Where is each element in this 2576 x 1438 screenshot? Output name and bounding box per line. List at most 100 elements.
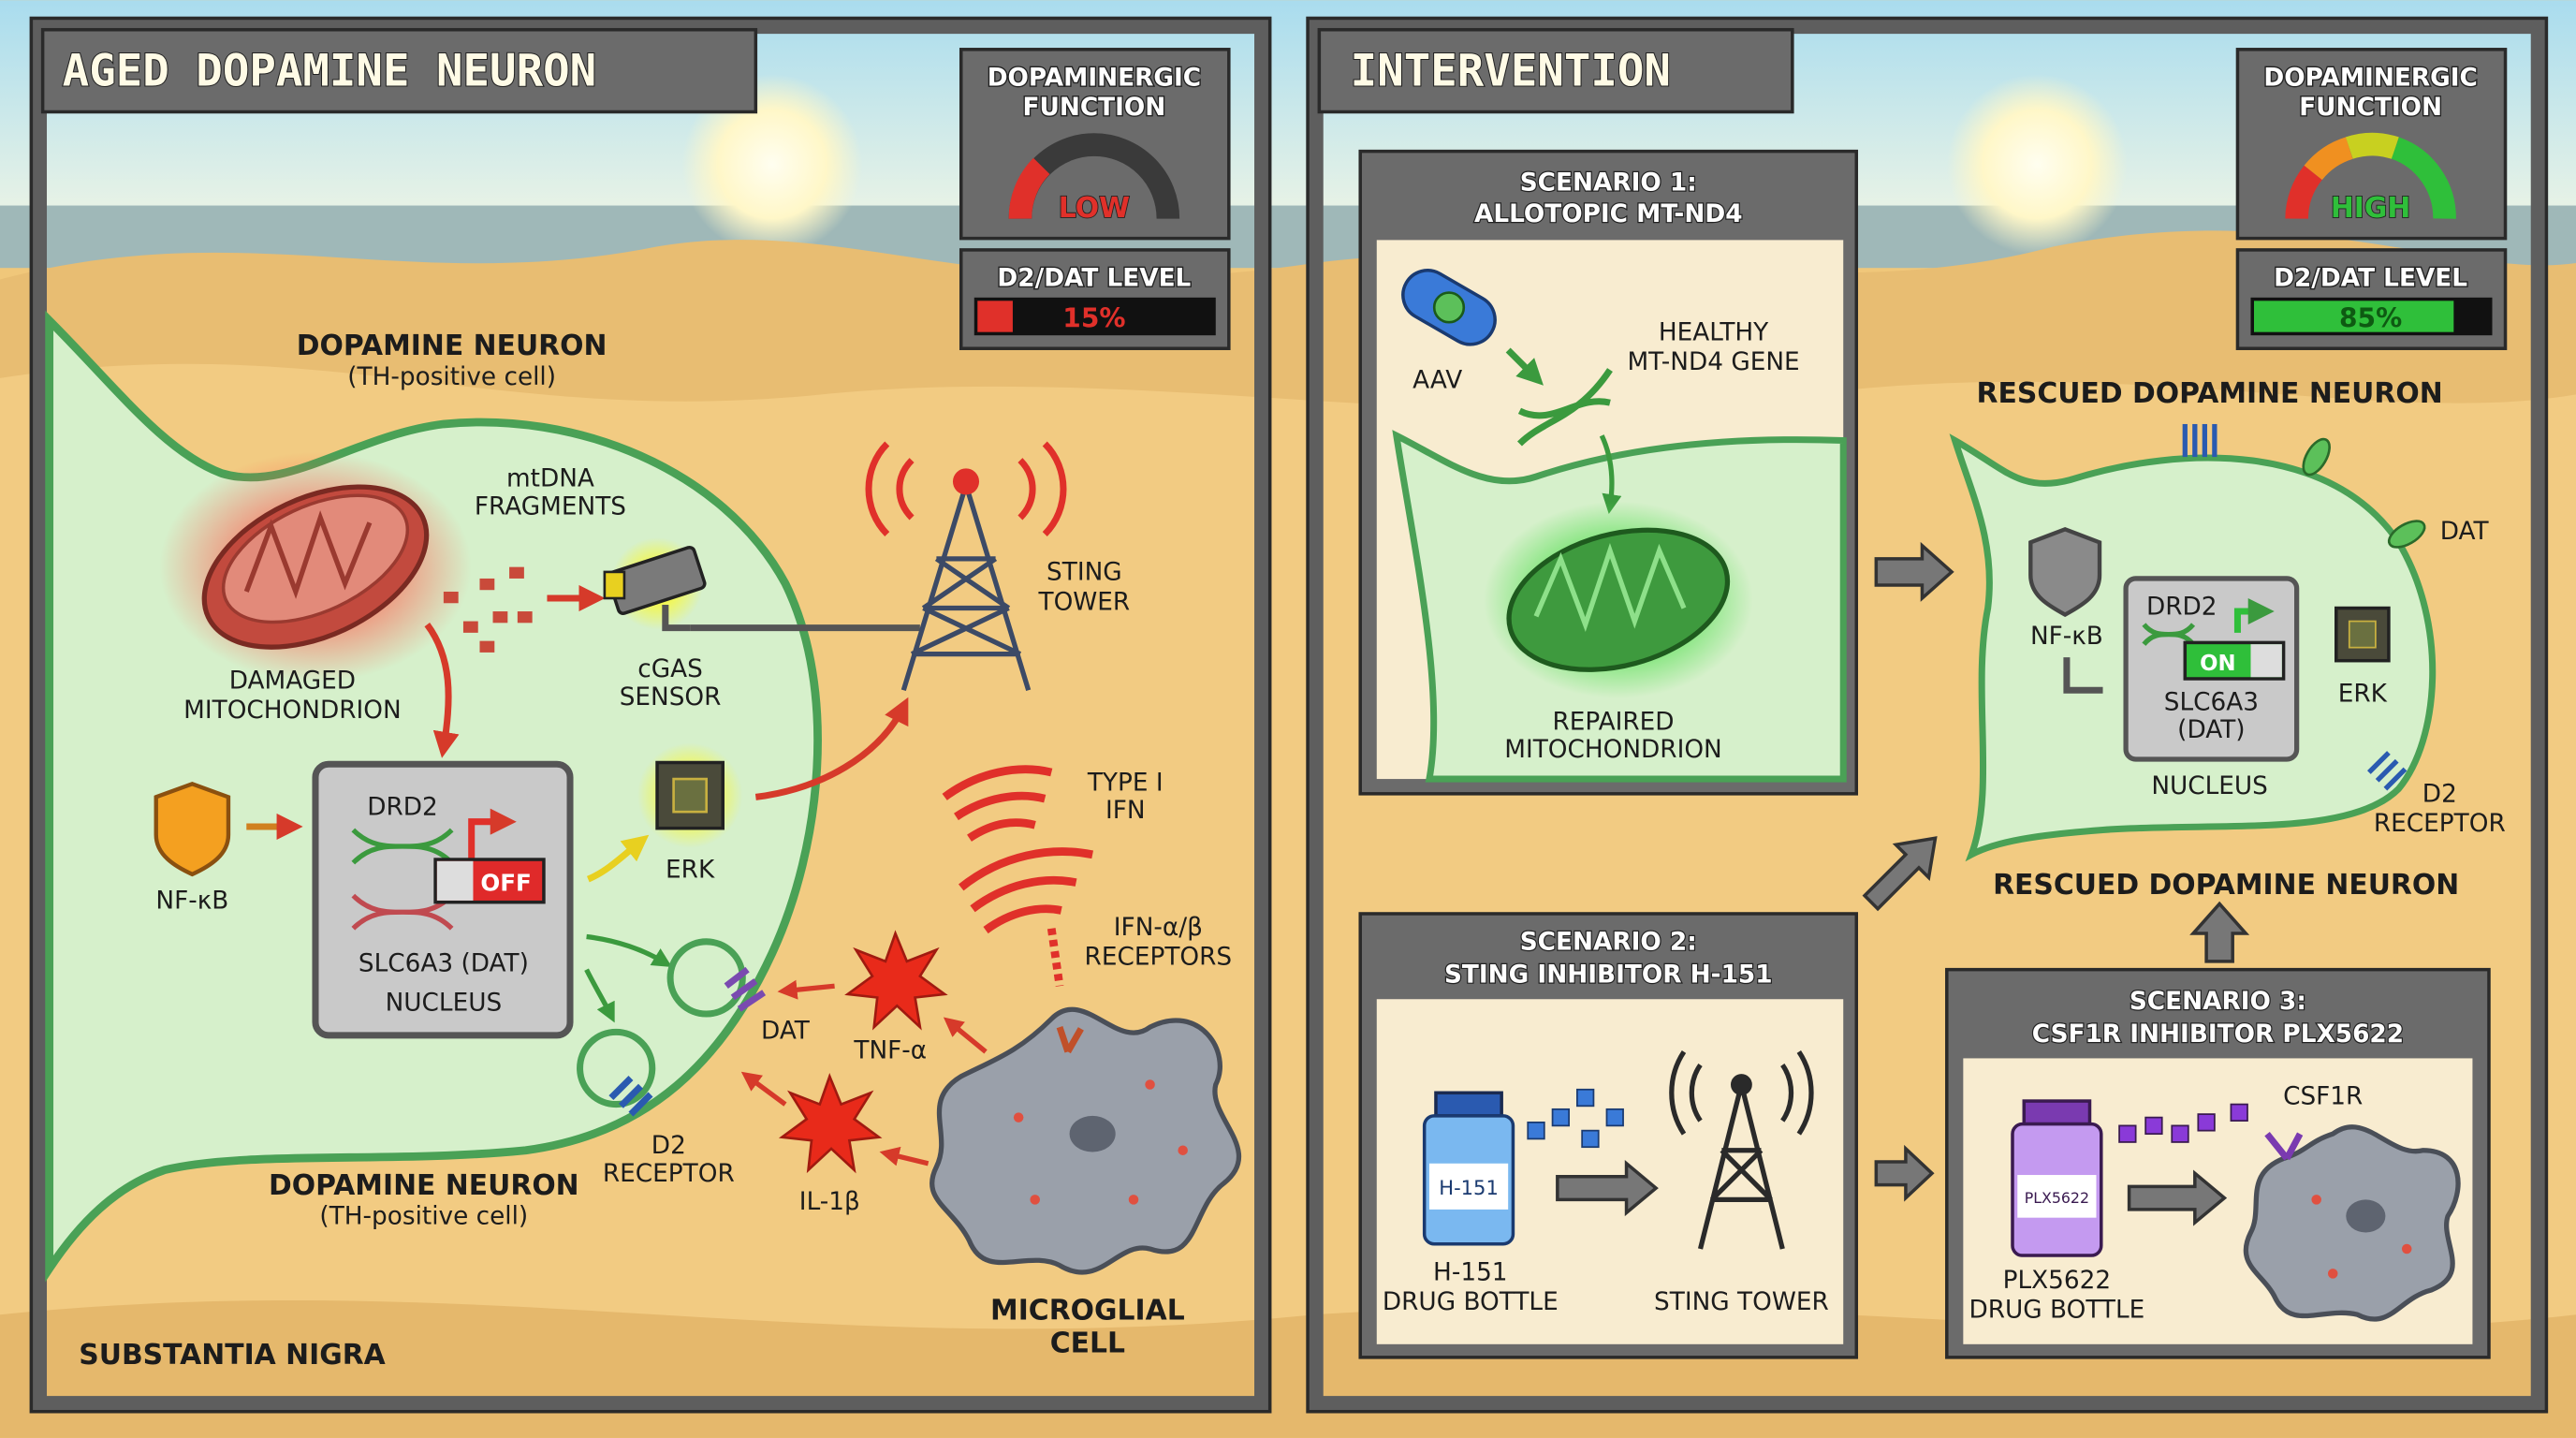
scenario-2-title: SCENARIO 2: — [1520, 929, 1697, 957]
aav-capsule-icon — [1401, 269, 1497, 346]
nfkb-shield-icon — [2028, 526, 2102, 618]
damaged-mito-label: MITOCHONDRION — [183, 697, 401, 725]
gauge-title: FUNCTION — [2299, 94, 2442, 122]
damaged-mito-label: DAMAGED — [229, 668, 356, 696]
erk-chip-icon — [2334, 606, 2391, 663]
scenario-3-title: SCENARIO 3: — [2130, 988, 2306, 1016]
bottle-label: PLX5622 — [2025, 1189, 2089, 1207]
microglial-cell-icon — [2243, 1124, 2461, 1322]
dopaminergic-function-gauge-high: DOPAMINERGIC FUNCTION HIGH — [2235, 48, 2508, 241]
dat-label: DAT — [2440, 518, 2490, 546]
sting-tower-label: STING TOWER — [1654, 1288, 1829, 1316]
d2-receptor-label: D2 — [2422, 781, 2457, 809]
csf1r-label: CSF1R — [2283, 1083, 2363, 1111]
arrow-icon — [2189, 901, 2250, 963]
intervention-panel: INTERVENTION SCENARIO 1: ALLOTOPIC MT-ND… — [1306, 16, 2549, 1414]
d2-dat-level-bar: D2/DAT LEVEL 15% — [959, 248, 1231, 350]
d2-receptor-icon — [608, 1076, 653, 1117]
mtdna-label: FRAGMENTS — [475, 492, 626, 521]
slc6a3-gene-label: (DAT) — [2177, 716, 2245, 744]
level-value: 15% — [1062, 302, 1125, 333]
h151-bottle-label: H-151 — [1433, 1258, 1508, 1286]
nucleus-label: NUCLEUS — [386, 990, 503, 1018]
erk-label: ERK — [2338, 681, 2388, 709]
drd2-gene-label: DRD2 — [367, 794, 438, 822]
sting-tower-icon — [1669, 1049, 1814, 1250]
sun-icon — [681, 74, 863, 256]
nfkb-label: NF-κB — [2030, 623, 2103, 651]
erk-chip-icon — [637, 742, 743, 848]
rescued-neuron-label-top: RESCUED DOPAMINE NEURON — [1977, 377, 2443, 410]
d2-receptor-label: D2 — [651, 1132, 686, 1160]
nucleus-box: DRD2 OFF SLC6A3 (DAT) NUCLEUS — [312, 760, 574, 1039]
ifn-label: IFN — [1105, 797, 1146, 825]
mtdna-fragments — [443, 566, 533, 653]
plx5622-bottle-label: DRUG BOTTLE — [1969, 1297, 2144, 1325]
plx5622-drug-bottle-icon: PLX5622 — [2011, 1099, 2103, 1257]
h151-molecules — [1527, 1088, 1624, 1149]
tnf-alpha-burst-icon — [844, 930, 948, 1031]
on-switch-label: ON — [2200, 652, 2235, 676]
sting-label: STING — [1046, 559, 1122, 587]
cgas-label: SENSOR — [620, 683, 722, 712]
cgas-label: cGAS — [637, 655, 703, 683]
off-switch: OFF — [433, 858, 546, 904]
scenario-1-title: SCENARIO 1: — [1520, 169, 1697, 198]
panel-title-tab: AGED DOPAMINE NEURON — [40, 27, 758, 114]
scenario-3-title: CSF1R INHIBITOR PLX5622 — [2032, 1020, 2404, 1049]
receptors-label: IFN-α/β — [1114, 914, 1203, 942]
aged-neuron-panel: AGED DOPAMINE NEURON DOPAMINE NEURON (TH… — [29, 16, 1272, 1414]
microglia-label: CELL — [1050, 1328, 1125, 1360]
repaired-mito-label: REPAIRED — [1552, 708, 1674, 736]
sting-tower-icon — [865, 441, 1067, 692]
on-switch: ON — [2183, 640, 2286, 681]
nfkb-label: NF-κB — [155, 888, 228, 916]
neuron-label-top: DOPAMINE NEURON — [297, 330, 607, 362]
slc6a3-gene-label: SLC6A3 — [2164, 688, 2259, 716]
dna-helix-icon — [351, 828, 454, 865]
il1b-burst-icon — [778, 1073, 883, 1174]
gene-label: HEALTHY — [1659, 318, 1769, 346]
sun-icon — [1946, 74, 2128, 256]
scenario-2-box: SCENARIO 2: STING INHIBITOR H-151 H-151 … — [1358, 912, 1859, 1359]
gauge-status: LOW — [1059, 192, 1130, 225]
mtdna-label: mtDNA — [506, 465, 594, 493]
dopaminergic-function-gauge-low: DOPAMINERGIC FUNCTION LOW — [959, 48, 1231, 241]
ifn-label: TYPE I — [1087, 769, 1164, 797]
receptors-label: RECEPTORS — [1085, 943, 1233, 971]
d2-dat-level-bar: D2/DAT LEVEL 85% — [2235, 248, 2508, 350]
d2-receptor-label: RECEPTOR — [603, 1160, 735, 1188]
level-value: 85% — [2339, 302, 2402, 333]
scenario-1-box: SCENARIO 1: ALLOTOPIC MT-ND4 AAV HEALTHY… — [1358, 149, 1859, 796]
damaged-mitochondrion — [159, 451, 472, 682]
arrow-icon — [2127, 1169, 2228, 1226]
type-i-ifn-waves — [942, 765, 1094, 987]
region-label: SUBSTANTIA NIGRA — [79, 1339, 386, 1372]
arrow-icon — [1874, 541, 1954, 602]
dna-helix-icon — [351, 893, 454, 931]
panel-title: INTERVENTION — [1351, 45, 1671, 96]
scenario-3-box: SCENARIO 3: CSF1R INHIBITOR PLX5622 PLX5… — [1945, 967, 2491, 1359]
level-title: D2/DAT LEVEL — [2274, 265, 2467, 293]
h151-drug-bottle-icon: H-151 — [1422, 1091, 1515, 1246]
panel-title: AGED DOPAMINE NEURON — [63, 45, 596, 96]
neuron-sublabel-bottom: (TH-positive cell) — [319, 1203, 528, 1231]
dat-transporter-icon — [724, 966, 767, 1012]
gauge-title: FUNCTION — [1022, 94, 1165, 122]
gauge-status: HIGH — [2331, 192, 2411, 225]
d2-receptor-icon — [2366, 751, 2408, 791]
off-switch-label: OFF — [480, 869, 531, 896]
slc6a3-gene-label: SLC6A3 (DAT) — [359, 949, 529, 977]
erk-label: ERK — [666, 856, 715, 884]
scenario-1-title: ALLOTOPIC MT-ND4 — [1474, 200, 1743, 228]
arrow-icon — [1556, 1160, 1659, 1217]
tnf-label: TNF-α — [853, 1036, 927, 1064]
scenario-2-title: STING INHIBITOR H-151 — [1444, 961, 1773, 990]
arrow-icon — [1874, 1144, 1935, 1202]
microglia-label: MICROGLIAL — [990, 1294, 1185, 1327]
cgas-sensor-camera-icon — [603, 537, 707, 632]
gauge-title: DOPAMINERGIC — [988, 64, 1201, 92]
bottle-label: H-151 — [1439, 1176, 1499, 1199]
aav-label: AAV — [1412, 366, 1462, 394]
